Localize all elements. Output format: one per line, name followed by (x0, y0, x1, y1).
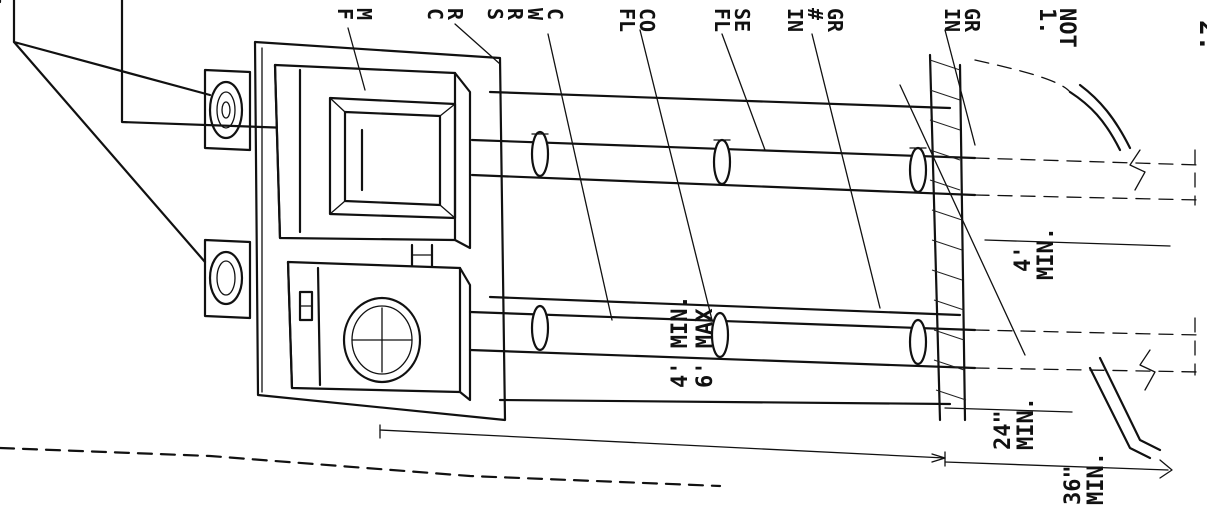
dim-label-24min: MIN. (1014, 397, 1039, 450)
callout-service: SE (730, 8, 754, 32)
leader-conduit-fitting (639, 29, 713, 321)
leader-ground-wire (811, 33, 881, 309)
leader-service-fitting (721, 33, 766, 151)
callout-clamp: C (543, 8, 567, 20)
meter-socket-box (286, 260, 472, 402)
dim-4min-6max (379, 424, 946, 467)
dim-4min-6max-arrow (931, 453, 946, 463)
main-disconnect-box (273, 63, 472, 250)
dim-4min-burial (984, 239, 1171, 247)
dim-label-6max: 6' MAX (693, 309, 718, 388)
conduit-right (470, 130, 977, 197)
pole-edge-dashed (0, 446, 722, 488)
dim-label-36: 36" (1061, 465, 1086, 505)
note-2: 2. (1193, 20, 1207, 51)
callout-labels: M F R C C W R S CO FL SE FL GR # IN GR I… (333, 8, 1207, 51)
dim-label-4ft: 4' (1011, 246, 1036, 273)
underground-conduit (974, 59, 1201, 460)
leader-bracket-left-2 (12, 40, 207, 264)
callout-ground-3: IN (783, 8, 807, 32)
callout-meter-2: F (333, 8, 357, 20)
callout-box-2: C (423, 8, 447, 20)
callout-ground-rod: GR (960, 8, 984, 33)
conduit-left (468, 304, 977, 370)
dim-label-4min: 4' MIN. (668, 295, 693, 388)
insulator-top (203, 68, 252, 152)
ground-surface (928, 53, 967, 422)
callout-ground-2: # (803, 8, 827, 20)
callout-clamp-4: S (483, 8, 507, 20)
callout-box: R (443, 8, 467, 21)
leader-conduit-clamp (547, 33, 613, 321)
dim-36min (944, 459, 1173, 479)
leader-meter (347, 27, 366, 91)
leader-ground-insul (944, 29, 976, 146)
dim-label-24: 24" (991, 410, 1016, 450)
post-line-c (498, 398, 952, 406)
notes-title: NOT (1054, 8, 1079, 48)
note-1: 1. (1034, 8, 1059, 35)
dim-label-4ftmin: MIN. (1034, 227, 1059, 280)
leader-bracket-left (12, 0, 212, 97)
callout-ground: GR (823, 8, 847, 33)
post-line-b (488, 295, 962, 317)
leader-bracket-inner (120, 0, 292, 130)
callout-meter: M (352, 8, 376, 20)
dimension-labels: 4' MIN. 6' MAX 24" MIN. 36" MIN. 4' MIN. (668, 227, 1109, 505)
callout-clamp-2: W (523, 8, 547, 21)
dim-24min (944, 407, 1073, 413)
leader-box (454, 23, 501, 65)
leader-ground-rod (899, 84, 1026, 356)
callout-conduit: CO (635, 8, 659, 32)
insulator-bottom (203, 238, 252, 320)
backboard-panel (253, 40, 507, 422)
callout-service-2: FL (710, 8, 734, 32)
post-line-a (488, 90, 952, 110)
callout-clamp-3: R (503, 8, 527, 21)
callout-ground-rod-2: IN (940, 8, 964, 32)
callout-conduit-2: FL (615, 8, 639, 32)
dim-label-36min: MIN. (1084, 452, 1109, 505)
